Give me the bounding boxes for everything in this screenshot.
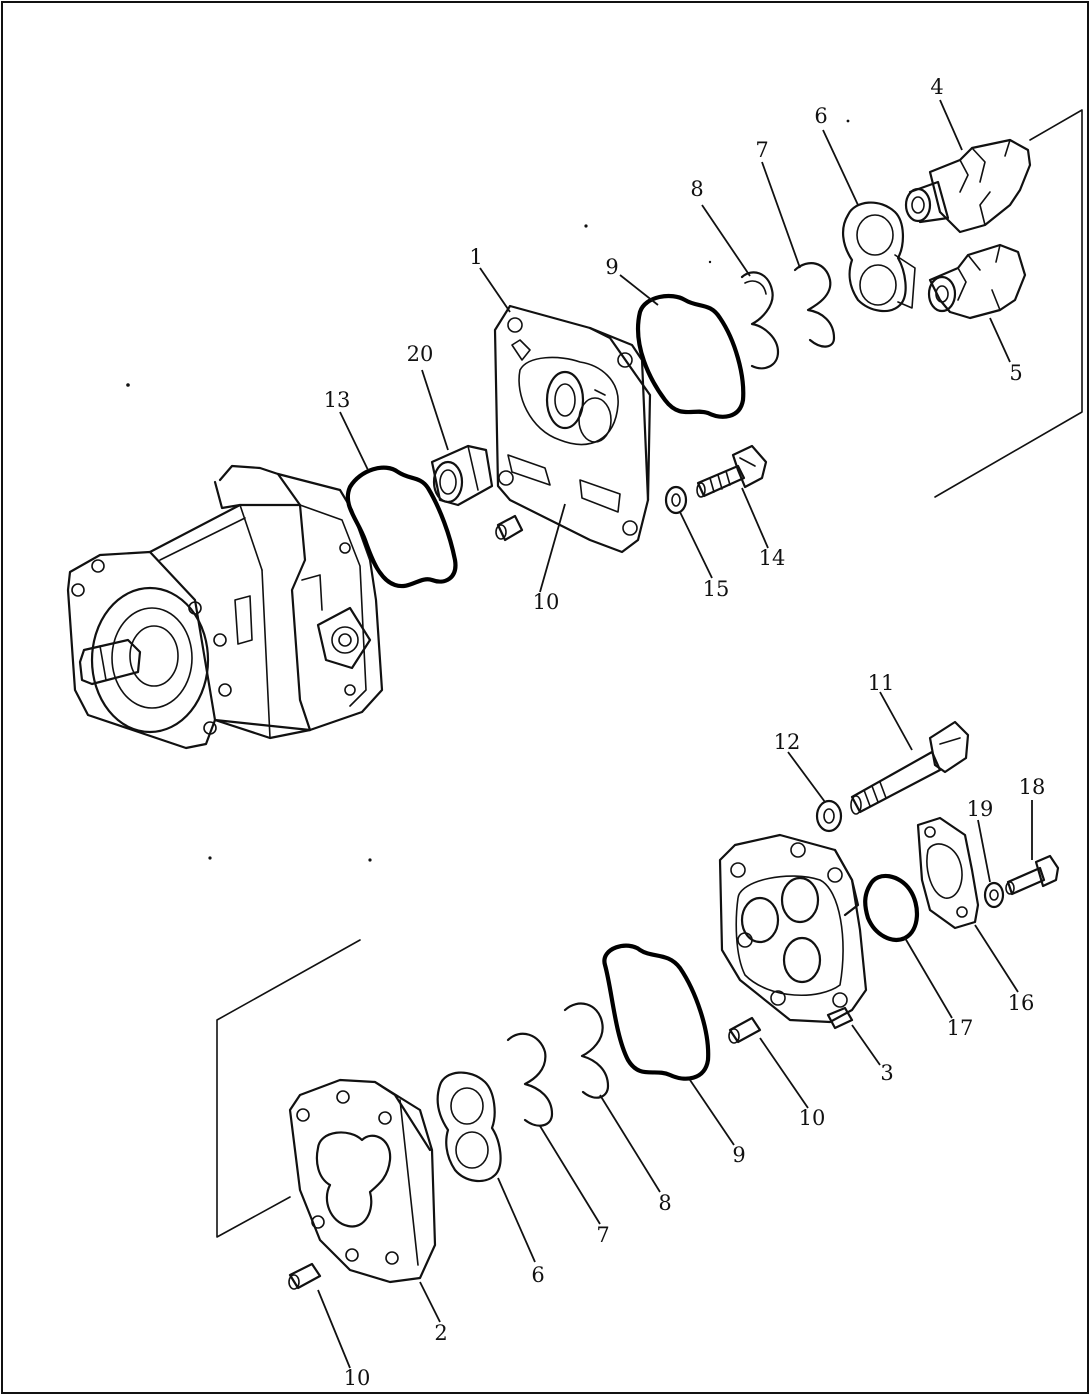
callout-14: 14 [759,546,786,570]
callout-6-upper: 6 [814,104,827,128]
washer-12 [815,799,843,833]
snap-ring-8-lower [563,1002,610,1099]
assembly-axis-upper [934,109,1083,498]
callout-10-lower-left: 10 [344,1366,371,1390]
callout-9-upper: 9 [605,255,618,279]
snap-ring-7-upper [793,262,836,348]
leader-lines [317,99,1033,1369]
callout-2: 2 [434,1321,447,1345]
dowel-pin-lower-left [288,1262,322,1290]
end-cover-3 [718,833,868,1030]
callout-numbers: 1 2 3 4 5 6 6 7 7 8 8 9 9 10 10 10 11 12… [324,75,1046,1390]
bearing-plate-6-lower [436,1071,502,1183]
snap-ring-7-lower [506,1032,554,1127]
bushing-20 [430,444,494,507]
callout-11: 11 [868,671,895,695]
callout-12: 12 [774,730,801,754]
dowel-pin-lower-right [728,1016,762,1044]
callout-18: 18 [1019,775,1046,799]
pump-body [66,464,384,750]
callout-8-upper: 8 [690,177,703,201]
gasket-ring-13 [345,465,458,589]
gasket-ring-9-lower [602,943,711,1081]
callout-19: 19 [967,797,994,821]
callout-6-lower: 6 [531,1263,544,1287]
bolt-14 [696,444,768,498]
callout-4: 4 [930,75,943,99]
callout-16: 16 [1008,991,1035,1015]
flange-plate-16 [916,816,980,930]
callout-9-lower: 9 [732,1143,745,1167]
callout-7-lower: 7 [596,1223,609,1247]
dowel-pin-upper [495,514,524,542]
bolt-18 [1005,854,1060,896]
callout-15: 15 [703,577,730,601]
callout-20: 20 [407,342,434,366]
snap-ring-8-upper [740,271,780,370]
drive-gear-4 [904,138,1032,234]
callout-1: 1 [469,245,482,269]
callout-8-lower: 8 [658,1191,671,1215]
o-ring-17 [863,873,919,942]
gear-housing-2 [288,1078,437,1284]
assembly-axis-lower [216,939,361,1238]
washer-19 [983,881,1005,909]
callout-10-upper: 10 [533,590,560,614]
scan-specks [126,119,850,862]
callout-5: 5 [1009,361,1022,385]
cover-plate-1 [493,304,652,554]
callout-7-upper: 7 [755,138,768,162]
callout-10-lower-right: 10 [799,1106,826,1130]
callout-13: 13 [324,388,351,412]
bearing-plate-6-upper [842,201,916,313]
driven-gear-5 [927,243,1027,320]
washer-15 [664,485,688,515]
callout-17: 17 [947,1016,974,1040]
callout-3: 3 [880,1061,893,1085]
gasket-ring-9-upper [635,293,746,419]
bolt-11 [850,720,970,815]
